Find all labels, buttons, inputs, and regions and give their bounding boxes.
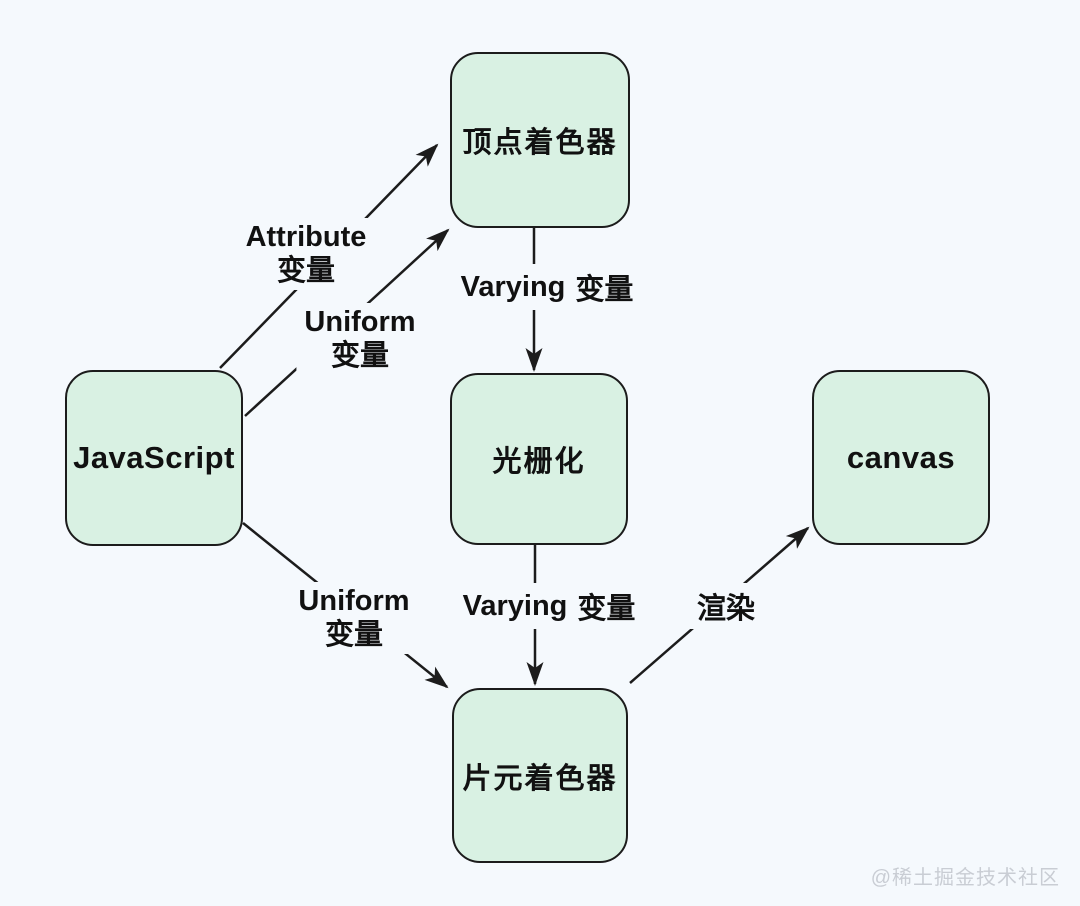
edge-label-varying-bottom-zh: 变量 bbox=[577, 593, 636, 625]
edge-label-uniform-bottom-zh: 变量 bbox=[324, 619, 384, 651]
watermark: @稀土掘金技术社区 bbox=[870, 867, 1060, 889]
edge-label-uniform-top: Uniform 变量 bbox=[296, 303, 424, 375]
edge-label-uniform-top-zh: 变量 bbox=[330, 340, 390, 372]
edge-label-attribute-zh: 变量 bbox=[276, 255, 336, 287]
node-canvas-label: canvas bbox=[846, 439, 956, 475]
edge-label-varying-top: Varying 变量 bbox=[452, 264, 642, 310]
node-fragment-shader-label: 片元着色器 bbox=[462, 762, 618, 795]
edge-label-render-zh: 渲染 bbox=[696, 593, 756, 625]
edge-label-uniform-bottom-en: Uniform bbox=[298, 585, 410, 617]
node-vertex-shader-label: 顶点着色器 bbox=[462, 127, 618, 159]
node-javascript-label: JavaScript bbox=[73, 440, 235, 475]
edge-label-uniform-top-en: Uniform bbox=[304, 306, 416, 338]
edge-label-varying-top-en: Varying bbox=[460, 270, 566, 303]
node-fragment-shader: 片元着色器 bbox=[452, 688, 628, 863]
edge-label-varying-top-zh: 变量 bbox=[575, 274, 634, 306]
node-javascript: JavaScript bbox=[65, 370, 243, 546]
edge-label-uniform-bottom: Uniform 变量 bbox=[290, 582, 418, 654]
node-canvas: canvas bbox=[812, 370, 990, 545]
node-rasterization: 光栅化 bbox=[450, 373, 628, 545]
edge-label-render: 渲染 bbox=[688, 583, 764, 629]
edge-label-varying-bottom: Varying 变量 bbox=[454, 583, 644, 629]
edge-label-varying-bottom-en: Varying bbox=[462, 589, 568, 622]
edge-label-attribute: Attribute 变量 bbox=[237, 218, 375, 290]
node-rasterization-label: 光栅化 bbox=[492, 446, 586, 478]
edge-label-attribute-en: Attribute bbox=[245, 221, 367, 253]
node-vertex-shader: 顶点着色器 bbox=[450, 52, 630, 228]
